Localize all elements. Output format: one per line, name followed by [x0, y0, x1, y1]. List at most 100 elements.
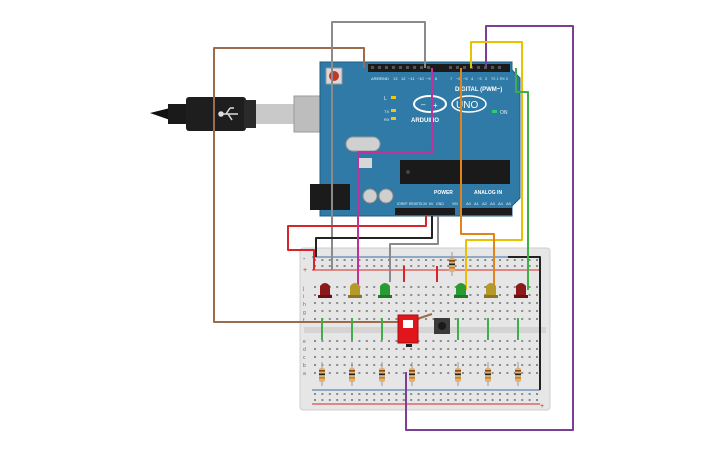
breadboard-hole — [513, 302, 516, 304]
breadboard-hole — [499, 356, 501, 358]
wire-red-1[interactable] — [287, 216, 427, 270]
breadboard-hole — [402, 294, 405, 296]
breadboard-hole — [365, 393, 368, 395]
led-yellow-right[interactable] — [484, 283, 498, 298]
breadboard-hole — [425, 286, 427, 288]
breadboard-hole — [506, 318, 509, 320]
breadboard-hole — [506, 259, 509, 261]
breadboard-hole — [528, 286, 531, 288]
breadboard-hole — [395, 348, 398, 350]
resistor[interactable] — [449, 252, 455, 276]
breadboard-hole — [439, 356, 442, 358]
svg-text:+: + — [433, 101, 438, 110]
breadboard-hole — [314, 302, 316, 304]
breadboard-hole — [343, 340, 346, 342]
5v-pin-label: 5V — [429, 202, 434, 206]
wire-yellow[interactable] — [465, 41, 523, 290]
breadboard-hole — [358, 265, 361, 267]
breadboard-hole — [454, 286, 457, 288]
pushbutton[interactable] — [434, 318, 450, 334]
breadboard-hole — [388, 318, 390, 320]
breadboard-hole — [454, 393, 457, 395]
breadboard-hole — [513, 310, 516, 312]
l-led — [391, 96, 396, 99]
breadboard-hole — [513, 340, 516, 342]
led-green-right[interactable] — [454, 283, 468, 298]
led-red-right[interactable] — [514, 283, 528, 298]
breadboard-hole — [499, 340, 501, 342]
arduino-uno-board[interactable]: DIGITAL (PWM~) AREF GND 13 12 ~11 ~10 ~9… — [310, 61, 521, 217]
resistor[interactable] — [455, 362, 461, 386]
breadboard-hole — [321, 348, 324, 350]
resistor[interactable] — [485, 362, 491, 386]
breadboard-hole — [328, 364, 331, 366]
resistor[interactable] — [319, 362, 325, 386]
wire-orange[interactable] — [460, 68, 495, 290]
pin-3-label: ~3 — [477, 76, 482, 81]
breadboard-hole — [513, 265, 516, 267]
led-green-left[interactable] — [378, 283, 392, 298]
slide-switch[interactable] — [397, 314, 419, 347]
breadboard-hole — [410, 348, 413, 350]
wire-black-2[interactable] — [508, 256, 541, 390]
breadboard-hole — [373, 348, 376, 350]
led-yellow-left[interactable] — [348, 283, 362, 298]
resistor[interactable] — [379, 362, 385, 386]
breadboard-hole — [528, 302, 531, 304]
breadboard-hole — [395, 294, 398, 296]
led-red-left[interactable] — [318, 283, 332, 298]
usb-cable[interactable] — [150, 95, 331, 133]
breadboard-hole — [447, 393, 450, 395]
breadboard-hole — [373, 372, 376, 374]
breadboard-hole — [321, 259, 324, 261]
breadboard-hole — [328, 265, 331, 267]
a1-pin-label: A1 — [474, 201, 480, 206]
wire-green[interactable] — [515, 68, 529, 290]
row-letter-c: c — [303, 355, 306, 361]
breadboard-hole — [373, 393, 376, 395]
resistor[interactable] — [409, 362, 415, 386]
resistor[interactable] — [349, 362, 355, 386]
analog-header[interactable] — [462, 208, 512, 215]
breadboard-hole — [454, 302, 457, 304]
power-header[interactable] — [395, 208, 455, 215]
breadboard-hole — [447, 286, 450, 288]
breadboard-hole — [506, 294, 509, 296]
breadboard-hole — [521, 302, 524, 304]
breadboard[interactable]: - + + j i h g f e d c b a — [299, 247, 551, 411]
svg-text:–: – — [421, 100, 426, 109]
wire-gray-2[interactable] — [389, 216, 439, 282]
breadboard-hole — [506, 286, 509, 288]
breadboard-hole — [528, 294, 531, 296]
breadboard-hole — [358, 259, 361, 261]
wire-black-1[interactable] — [315, 216, 433, 257]
breadboard-hole — [469, 294, 472, 296]
wire-gray-1[interactable] — [331, 21, 426, 270]
a2-pin-label: A2 — [482, 201, 488, 206]
pin-10-label: ~10 — [417, 76, 425, 81]
reset-button[interactable] — [325, 67, 343, 85]
breadboard-hole — [402, 302, 405, 304]
breadboard-hole — [425, 302, 427, 304]
power-jack[interactable] — [310, 184, 350, 210]
wire-purple[interactable] — [405, 25, 574, 431]
breadboard-hole — [328, 356, 331, 358]
breadboard-hole — [402, 286, 405, 288]
breadboard-hole — [314, 399, 316, 401]
breadboard-hole — [491, 318, 494, 320]
wire-magenta[interactable] — [357, 68, 433, 290]
breadboard-hole — [314, 318, 316, 320]
breadboard-hole — [528, 399, 531, 401]
breadboard-hole — [528, 372, 531, 374]
breadboard-hole — [439, 340, 442, 342]
atmega-chip — [400, 160, 510, 184]
breadboard-hole — [469, 310, 472, 312]
breadboard-hole — [528, 364, 531, 366]
breadboard-hole — [358, 310, 361, 312]
breadboard-hole — [462, 372, 464, 374]
breadboard-hole — [365, 286, 368, 288]
resistor[interactable] — [515, 362, 521, 386]
breadboard-hole — [343, 302, 346, 304]
breadboard-hole — [447, 259, 450, 261]
breadboard-hole — [521, 364, 524, 366]
